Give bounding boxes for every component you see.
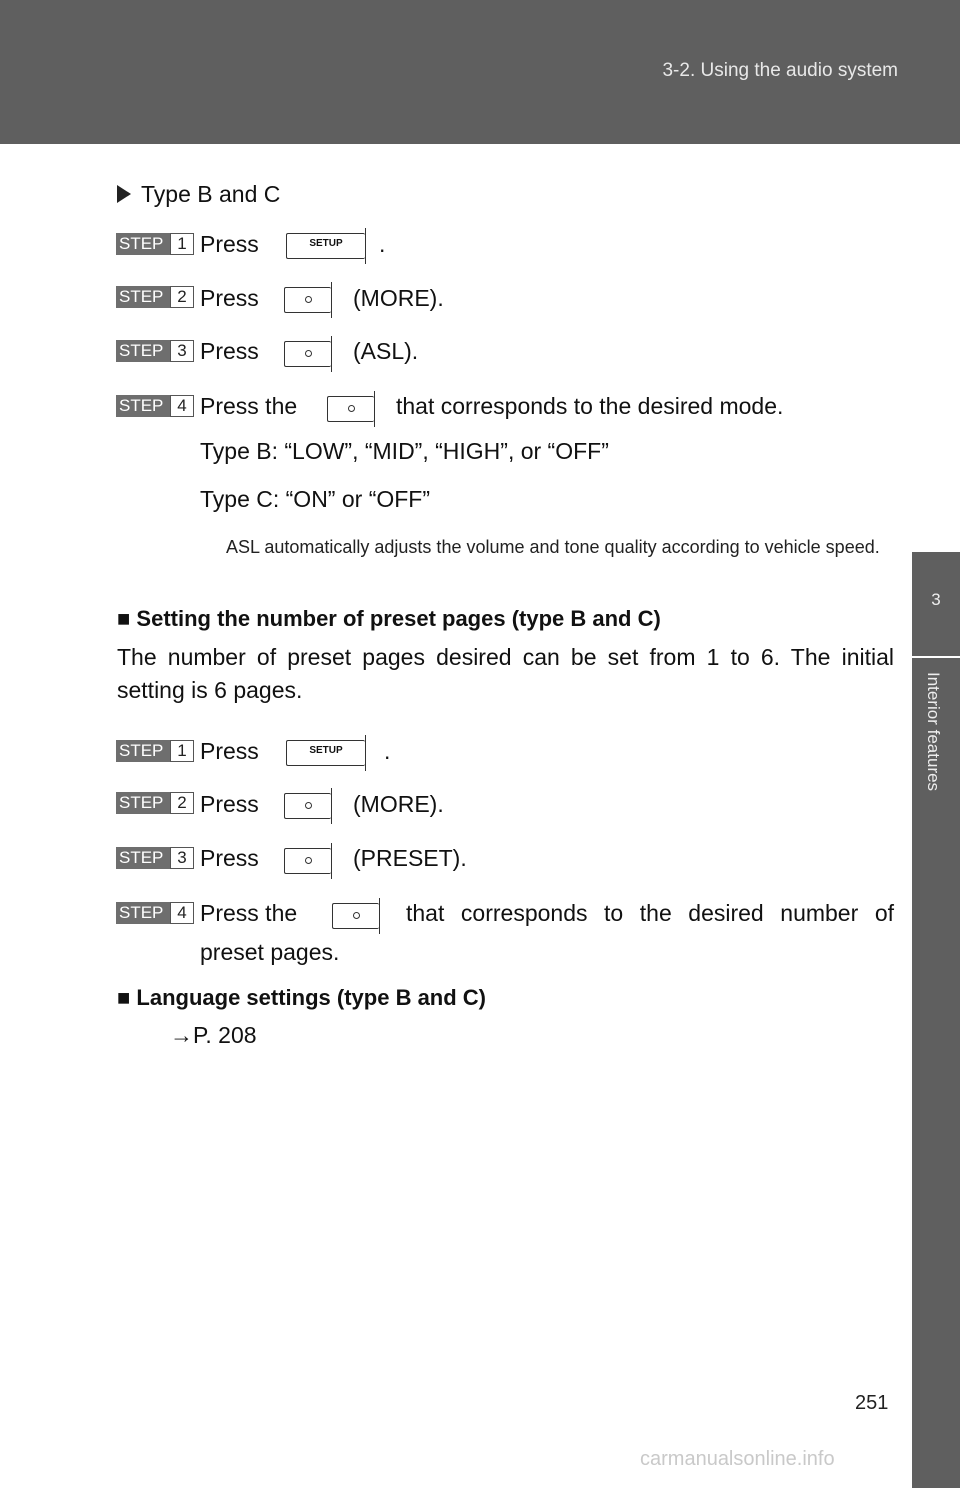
heading-text: Language settings (type B and C) xyxy=(136,985,487,1010)
page-reference[interactable]: →P. 208 xyxy=(170,1021,257,1049)
step-number: 1 xyxy=(170,740,194,762)
step-text: (PRESET). xyxy=(353,845,467,871)
step-text: Press the xyxy=(200,900,298,926)
subheading-type-b-c: Type B and C xyxy=(117,180,280,208)
step-text: that corresponds to the desired number o… xyxy=(406,900,894,926)
section-title: 3-2. Using the audio system xyxy=(662,60,898,81)
step-number: 4 xyxy=(170,395,194,417)
step-text: Press the xyxy=(200,393,298,419)
step-text: (MORE). xyxy=(353,285,444,311)
side-tab xyxy=(912,658,960,1488)
step-text-continued: preset pages. xyxy=(200,939,340,965)
step-text: . xyxy=(384,738,391,764)
square-bullet-icon: ■ xyxy=(117,606,131,631)
chapter-label-text: Interior features xyxy=(924,672,943,792)
function-button xyxy=(284,788,332,824)
setup-button: SETUP xyxy=(286,735,366,771)
subheading-text: Type B and C xyxy=(141,181,281,207)
heading-text: Setting the number of preset pages (type… xyxy=(136,606,661,631)
watermark: carmanualsonline.info xyxy=(640,1448,835,1470)
step-number: 1 xyxy=(170,233,194,255)
step-text: Press xyxy=(200,285,259,311)
language-heading: ■ Language settings (type B and C) xyxy=(117,985,486,1011)
step-label: STEP xyxy=(116,395,170,417)
setup-button: SETUP xyxy=(286,228,366,264)
step-label: STEP xyxy=(116,847,170,869)
step-text: Press xyxy=(200,845,259,871)
step-number: 3 xyxy=(170,340,194,362)
step-number: 2 xyxy=(170,286,194,308)
button-dot-icon xyxy=(305,350,312,357)
page-header: 3-2. Using the audio system xyxy=(0,0,960,144)
type-c-options: Type C: “ON” or “OFF” xyxy=(200,486,430,512)
button-dot-icon xyxy=(305,802,312,809)
chapter-label: Interior features xyxy=(912,668,960,828)
preset-pages-heading: ■ Setting the number of preset pages (ty… xyxy=(117,606,661,632)
asl-note: ASL automatically adjusts the volume and… xyxy=(226,537,880,557)
button-dot-icon xyxy=(305,857,312,864)
button-dot-icon xyxy=(305,296,312,303)
button-dot-icon xyxy=(353,912,360,919)
function-button xyxy=(284,336,332,372)
function-button xyxy=(284,282,332,318)
setup-button-label: SETUP xyxy=(309,238,343,249)
preset-description: The number of preset pages desired can b… xyxy=(117,644,894,703)
step-text: Press xyxy=(200,791,259,817)
function-button xyxy=(332,898,380,934)
function-button xyxy=(284,843,332,879)
step-number: 2 xyxy=(170,792,194,814)
button-dot-icon xyxy=(348,405,355,412)
right-arrow-icon: → xyxy=(170,1022,193,1048)
step-label: STEP xyxy=(116,740,170,762)
step-text: that corresponds to the desired mode. xyxy=(396,393,784,419)
chapter-tab: 3 xyxy=(912,552,960,656)
step-label: STEP xyxy=(116,286,170,308)
step-text: Press xyxy=(200,231,259,257)
step-label: STEP xyxy=(116,340,170,362)
step-number: 4 xyxy=(170,902,194,924)
type-b-options: Type B: “LOW”, “MID”, “HIGH”, or “OFF” xyxy=(200,438,609,464)
triangle-arrow-icon xyxy=(117,185,131,204)
step-text: Press xyxy=(200,338,259,364)
step-text: (MORE). xyxy=(353,791,444,817)
page-reference-text: P. 208 xyxy=(193,1022,257,1048)
step-text: . xyxy=(379,231,386,257)
step-text: (ASL). xyxy=(353,338,419,364)
step-label: STEP xyxy=(116,233,170,255)
square-bullet-icon: ■ xyxy=(117,985,131,1010)
page-number: 251 xyxy=(855,1392,889,1414)
step-number: 3 xyxy=(170,847,194,869)
step-label: STEP xyxy=(116,792,170,814)
step-label: STEP xyxy=(116,902,170,924)
function-button xyxy=(327,391,375,427)
step-text: Press xyxy=(200,738,259,764)
setup-button-label: SETUP xyxy=(309,745,343,756)
